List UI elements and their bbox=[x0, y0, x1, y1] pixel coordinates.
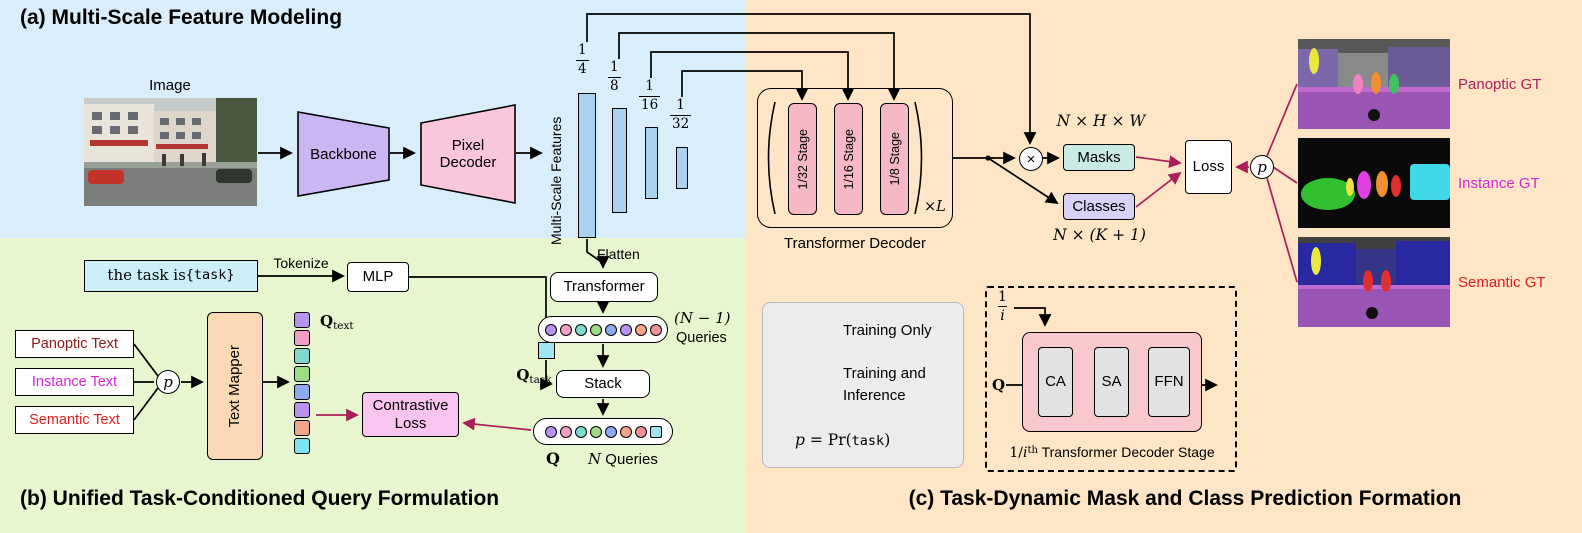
semantic-text-box: Semantic Text bbox=[15, 406, 134, 434]
legend-prob-label: p = Pr(task) bbox=[795, 431, 891, 449]
probability-node-left: p bbox=[156, 370, 180, 394]
elementwise-product-node: × bbox=[1019, 147, 1043, 171]
legend-box bbox=[762, 302, 964, 468]
panoptic-gt-image bbox=[1298, 39, 1450, 129]
feature-bar-1-8 bbox=[612, 108, 627, 213]
decoder-stage-1-16: 1/16 Stage bbox=[834, 103, 863, 215]
pixel-decoder-label: Pixel Decoder bbox=[439, 137, 497, 171]
masks-dim-label: N × H × W bbox=[1056, 112, 1146, 130]
q-task-label: Qtask bbox=[516, 366, 552, 386]
queries-row-bottom bbox=[533, 418, 673, 445]
n-queries-label: N Queries bbox=[588, 450, 658, 468]
masks-box: Masks bbox=[1063, 144, 1135, 171]
instance-gt-label: Instance GT bbox=[1458, 175, 1540, 192]
street-image bbox=[84, 98, 257, 206]
multiply-icon: × bbox=[1026, 150, 1036, 168]
queries-word-label: Queries bbox=[676, 330, 727, 346]
transformer-decoder-box bbox=[757, 88, 953, 228]
classes-dim-label: N × (K + 1) bbox=[1053, 226, 1146, 244]
feature-bar-1-32 bbox=[676, 147, 688, 189]
backbone-block: Backbone bbox=[297, 111, 390, 197]
panoptic-text-box: Panoptic Text bbox=[15, 330, 134, 358]
queries-row-top bbox=[538, 316, 668, 343]
flatten-label: Flatten bbox=[597, 246, 640, 262]
q-text-label: Qtext bbox=[320, 312, 354, 332]
section-c-title: (c) Task-Dynamic Mask and Class Predicti… bbox=[908, 487, 1462, 510]
legend-training-only-label: Training Only bbox=[843, 322, 932, 339]
cross-attention-block: CA bbox=[1038, 347, 1073, 417]
q-in-label: Q bbox=[992, 376, 1006, 394]
input-image-label: Image bbox=[149, 77, 191, 94]
task-prompt-box: the task is {task} bbox=[84, 260, 258, 292]
legend-training-and-label: Training and bbox=[843, 365, 926, 382]
instance-text-box: Instance Text bbox=[15, 368, 134, 396]
instance-gt-image bbox=[1298, 138, 1450, 228]
section-a-title: (a) Multi-Scale Feature Modeling bbox=[20, 6, 343, 29]
semantic-gt-label: Semantic GT bbox=[1458, 274, 1546, 291]
n-minus-one-label: (N − 1) bbox=[674, 309, 731, 327]
text-mapper-box: Text Mapper bbox=[207, 312, 263, 460]
transformer-decoder-label: Transformer Decoder bbox=[784, 235, 926, 252]
classes-box: Classes bbox=[1063, 193, 1135, 220]
q-text-column bbox=[294, 311, 310, 455]
decoder-stage-1-32: 1/32 Stage bbox=[788, 103, 817, 215]
transformer-box: Transformer bbox=[550, 272, 658, 302]
feature-bar-1-4 bbox=[578, 93, 596, 238]
query-dots bbox=[543, 425, 648, 438]
q-task-dot bbox=[649, 425, 662, 438]
stack-box: Stack bbox=[556, 370, 650, 398]
semantic-gt-image bbox=[1298, 237, 1450, 327]
probability-node-right: p bbox=[1250, 155, 1274, 179]
loss-box: Loss bbox=[1185, 140, 1232, 194]
stage-detail-caption: 1/ith Transformer Decoder Stage bbox=[1009, 444, 1215, 461]
tokenize-label: Tokenize bbox=[273, 255, 329, 271]
query-dots bbox=[543, 323, 663, 336]
contrastive-loss-box: Contrastive Loss bbox=[362, 392, 459, 437]
panoptic-gt-label: Panoptic GT bbox=[1458, 76, 1542, 93]
multiscale-features-label: Multi-Scale Features bbox=[548, 116, 564, 245]
q-task-token bbox=[538, 342, 555, 359]
self-attention-block: SA bbox=[1094, 347, 1129, 417]
decoder-stage-1-8: 1/8 Stage bbox=[880, 103, 909, 215]
mlp-box: MLP bbox=[347, 262, 409, 292]
pixel-decoder-block: Pixel Decoder bbox=[420, 104, 516, 204]
repeat-times-l-label: ×L bbox=[924, 199, 946, 215]
feature-bar-1-16 bbox=[645, 127, 658, 199]
backbone-label: Backbone bbox=[310, 145, 377, 163]
ffn-block: FFN bbox=[1148, 347, 1190, 417]
stage-detail-box bbox=[985, 286, 1237, 472]
q-label: Q bbox=[546, 449, 560, 468]
legend-inference-label: Inference bbox=[843, 387, 906, 404]
section-b-title: (b) Unified Task-Conditioned Query Formu… bbox=[20, 487, 500, 510]
